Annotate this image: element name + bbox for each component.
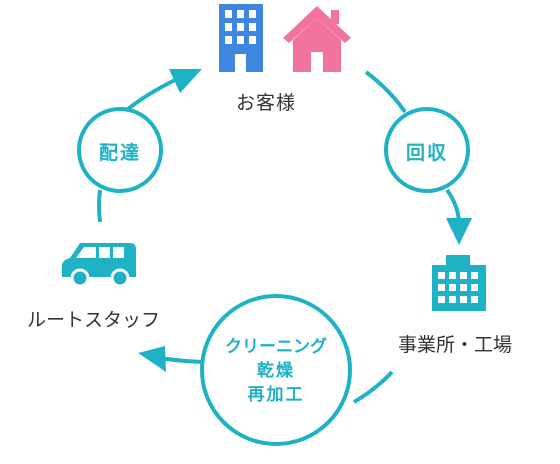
process-step-reprocessing: 再加工 xyxy=(247,385,305,405)
deliver-circle xyxy=(77,107,163,193)
customer-label: お客様 xyxy=(236,92,297,114)
factory-building-icon xyxy=(432,255,486,311)
collect-step-label: 回収 xyxy=(405,142,448,164)
staff-label: ルートスタッフ xyxy=(27,309,161,331)
process-step-cleaning: クリーニング xyxy=(225,337,327,357)
arc-factory-to-process xyxy=(353,370,394,404)
delivery-van-icon xyxy=(62,243,136,288)
process-step-drying: 乾燥 xyxy=(257,361,295,381)
arc-staff-to-deliver xyxy=(97,189,102,223)
office-building-icon xyxy=(219,4,263,72)
factory-label: 事業所・工場 xyxy=(398,334,513,356)
process-circle xyxy=(200,294,352,446)
process-step-labels: クリーニング 乾燥 再加工 xyxy=(206,335,346,407)
arc-collect-to-factory xyxy=(445,188,461,223)
collect-circle xyxy=(384,107,470,193)
arc-customer-to-collect xyxy=(364,70,407,114)
arrow-head-staff xyxy=(138,346,166,372)
deliver-step-label: 配達 xyxy=(98,142,141,164)
arrow-head-factory xyxy=(446,218,472,245)
house-icon xyxy=(283,6,351,72)
arc-deliver-to-customer xyxy=(122,78,176,114)
arrow-head-customer xyxy=(169,69,202,93)
